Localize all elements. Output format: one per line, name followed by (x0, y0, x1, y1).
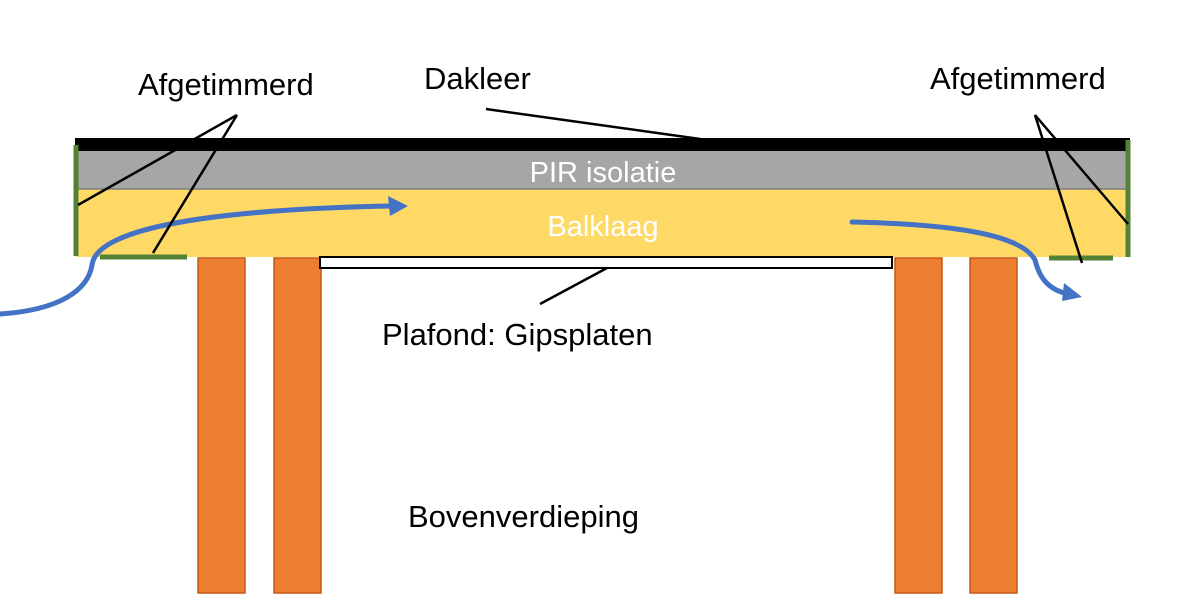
label-balklaag: Balklaag (547, 211, 658, 243)
airflow-arrows (0, 203, 1071, 317)
balklaag-layer (76, 189, 1130, 257)
leader-afgetimmerd-right-1 (1033, 114, 1084, 264)
label-afgetimmerd-right: Afgetimmerd (930, 61, 1106, 96)
airflow-out-arrowhead (1062, 283, 1082, 301)
leader-plafond (539, 266, 608, 306)
leader-afgetimmerd-left-1 (77, 113, 238, 207)
airflow-out-path (849, 219, 1071, 297)
label-dakleer: Dakleer (424, 61, 531, 96)
post-left-inner (273, 257, 322, 594)
label-pir-isolatie: PIR isolatie (530, 157, 677, 189)
label-plafond-gipsplaten: Plafond: Gipsplaten (382, 317, 653, 352)
label-bovenverdieping: Bovenverdieping (408, 499, 639, 534)
label-afgetimmerd-left: Afgetimmerd (138, 67, 314, 102)
airflow-in-arrowhead (388, 196, 408, 216)
leader-dakleer (485, 107, 701, 141)
plafond-gipsplaten (319, 256, 893, 269)
airflow-in-path (0, 203, 393, 317)
dakleer-layer (75, 138, 1130, 151)
post-left-outer (197, 257, 246, 594)
afgetimmerd-boards (73, 140, 1131, 261)
pir-layer (76, 150, 1130, 189)
leader-afgetimmerd-right-2 (1034, 114, 1129, 225)
leader-lines (77, 107, 1129, 306)
post-right-outer (969, 257, 1018, 594)
post-right-inner (894, 257, 943, 594)
leader-afgetimmerd-left-2 (151, 114, 239, 254)
